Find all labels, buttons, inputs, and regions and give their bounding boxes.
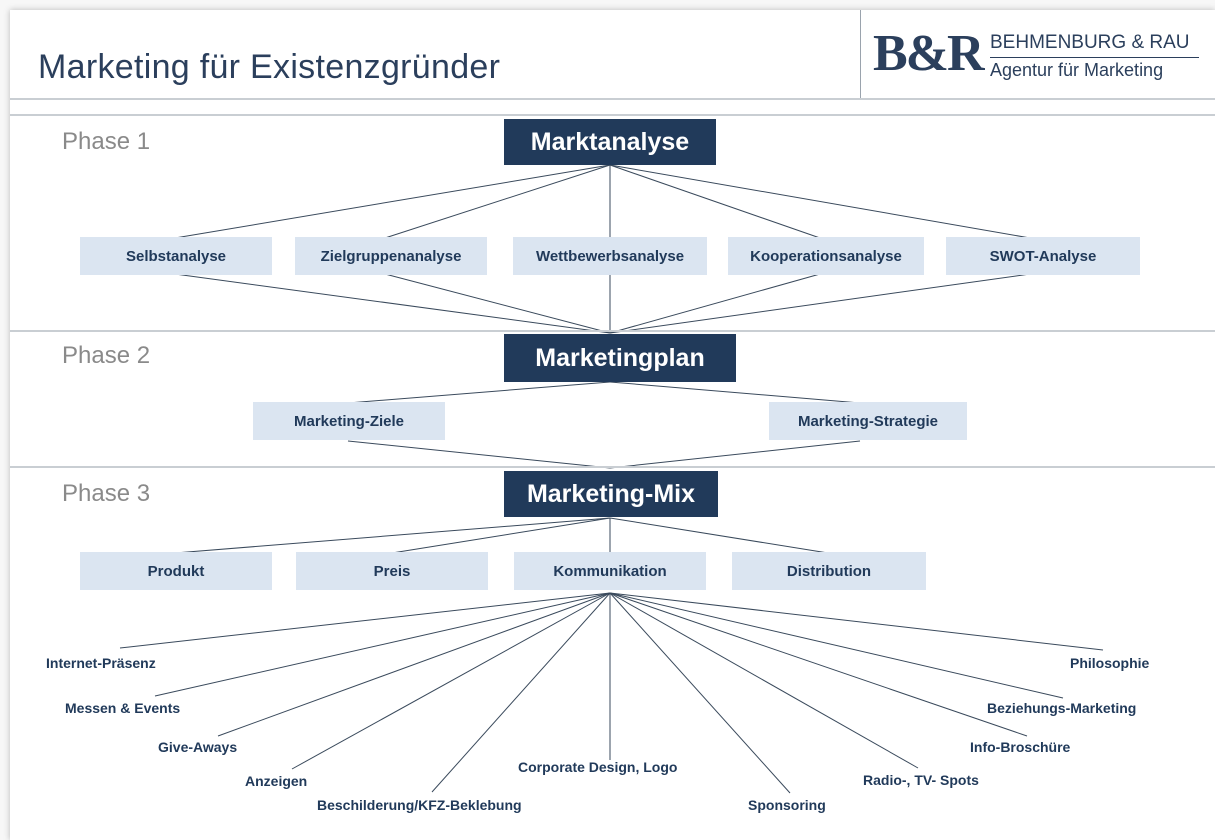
tool-messen-events: Messen & Events (65, 700, 181, 716)
phase-3-label: Phase 3 (62, 480, 151, 507)
phase-2-label: Phase 2 (62, 342, 151, 369)
phase-3-item-distribution: Distribution (732, 552, 926, 590)
phase-3-item-produkt: Produkt (80, 552, 272, 590)
phase-1-label: Phase 1 (62, 128, 151, 155)
phase-1-item-zielgruppenanalyse: Zielgruppenanalyse (295, 237, 487, 275)
page-title: Marketing für Existenzgründer (38, 48, 501, 86)
company-name: BEHMENBURG & RAU (990, 32, 1190, 53)
tool-anzeigen: Anzeigen (245, 773, 308, 789)
phase-1-item-wettbewerbsanalyse: Wettbewerbsanalyse (513, 237, 707, 275)
phase-3-item-kommunikation: Kommunikation (514, 552, 706, 590)
company-tagline: Agentur für Marketing (990, 60, 1164, 80)
tool-give-aways: Give-Aways (158, 739, 238, 755)
tool-philosophie: Philosophie (1070, 655, 1150, 671)
phase-3-main-box: Marketing-Mix (504, 471, 718, 517)
header-divider (860, 10, 861, 100)
phase-3-divider (10, 466, 1215, 468)
phase-2-item-marketing-ziele: Marketing-Ziele (253, 402, 445, 440)
phase-1-divider (10, 114, 1215, 116)
slide: Marketing für Existenzgründer B&R BEHMEN… (10, 10, 1215, 840)
phase-1-main-box: Marktanalyse (504, 119, 716, 165)
phase-1-item-kooperationsanalyse: Kooperationsanalyse (728, 237, 924, 275)
tool-info-broschuere: Info-Broschüre (970, 739, 1071, 755)
tool-beschilderung: Beschilderung/KFZ-Beklebung (317, 797, 522, 813)
logo-underline (990, 57, 1199, 58)
phase-3-item-preis: Preis (296, 552, 488, 590)
phase-2-divider (10, 330, 1215, 332)
tool-beziehungs-marketing: Beziehungs-Marketing (987, 700, 1137, 716)
phase-1-item-swot-analyse: SWOT-Analyse (946, 237, 1140, 275)
connector-lines (119, 164, 1104, 794)
tool-sponsoring: Sponsoring (748, 797, 826, 813)
tool-internet-praesenz: Internet-Präsenz (46, 655, 156, 671)
phase-2-main-box: Marketingplan (504, 334, 736, 382)
tool-radio-tv-spots: Radio-, TV- Spots (863, 772, 979, 788)
header-divider-line (10, 98, 1215, 100)
tool-corporate-design: Corporate Design, Logo (518, 759, 678, 775)
phase-2-item-marketing-strategie: Marketing-Strategie (769, 402, 967, 440)
phase-1-item-selbstanalyse: Selbstanalyse (80, 237, 272, 275)
company-logo-mark: B&R (873, 25, 985, 82)
